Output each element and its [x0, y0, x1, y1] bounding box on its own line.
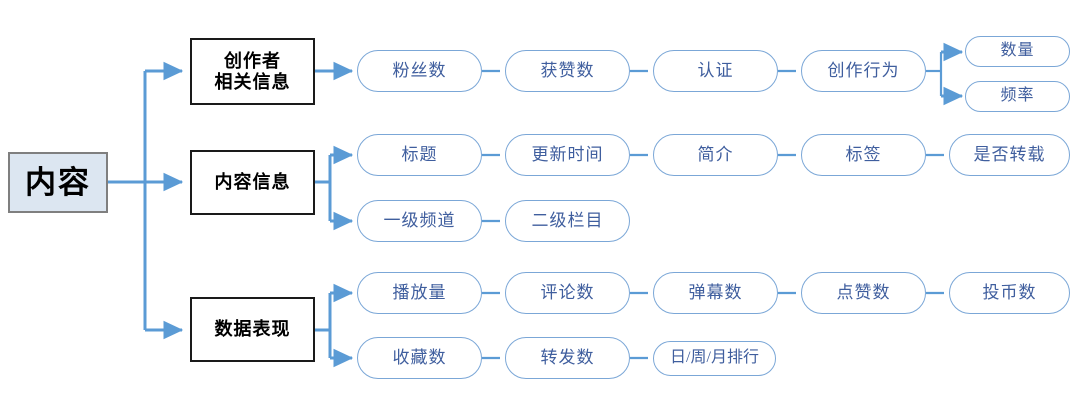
leaf-is-repost[interactable]: 是否转载: [949, 134, 1070, 176]
leaf-comment-count[interactable]: 评论数: [505, 272, 630, 314]
leaf-fans-count[interactable]: 粉丝数: [357, 50, 482, 92]
leaf-creation-frequency[interactable]: 频率: [965, 81, 1070, 112]
leaf-creation-behavior[interactable]: 创作行为: [801, 50, 926, 92]
category-node-creator[interactable]: 创作者 相关信息: [190, 38, 315, 105]
leaf-play-count[interactable]: 播放量: [357, 272, 482, 314]
leaf-danmaku-count[interactable]: 弹幕数: [653, 272, 778, 314]
category-node-content[interactable]: 内容信息: [190, 150, 315, 215]
category-node-performance[interactable]: 数据表现: [190, 297, 315, 362]
leaf-like-count[interactable]: 点赞数: [801, 272, 926, 314]
leaf-coin-count[interactable]: 投币数: [949, 272, 1070, 314]
leaf-update-time[interactable]: 更新时间: [505, 134, 630, 176]
leaf-description[interactable]: 简介: [653, 134, 778, 176]
leaf-primary-channel[interactable]: 一级频道: [357, 200, 482, 242]
leaf-secondary-column[interactable]: 二级栏目: [505, 200, 630, 242]
leaf-favorite-count[interactable]: 收藏数: [357, 337, 482, 379]
leaf-verification[interactable]: 认证: [653, 50, 778, 92]
leaf-share-count[interactable]: 转发数: [505, 337, 630, 379]
root-node-content[interactable]: 内容: [8, 152, 108, 213]
leaf-tags[interactable]: 标签: [801, 134, 926, 176]
leaf-daily-weekly-monthly-ranking[interactable]: 日/周/月排行: [653, 341, 776, 376]
leaf-likes-received[interactable]: 获赞数: [505, 50, 630, 92]
leaf-title[interactable]: 标题: [357, 134, 482, 176]
leaf-creation-quantity[interactable]: 数量: [965, 36, 1070, 67]
